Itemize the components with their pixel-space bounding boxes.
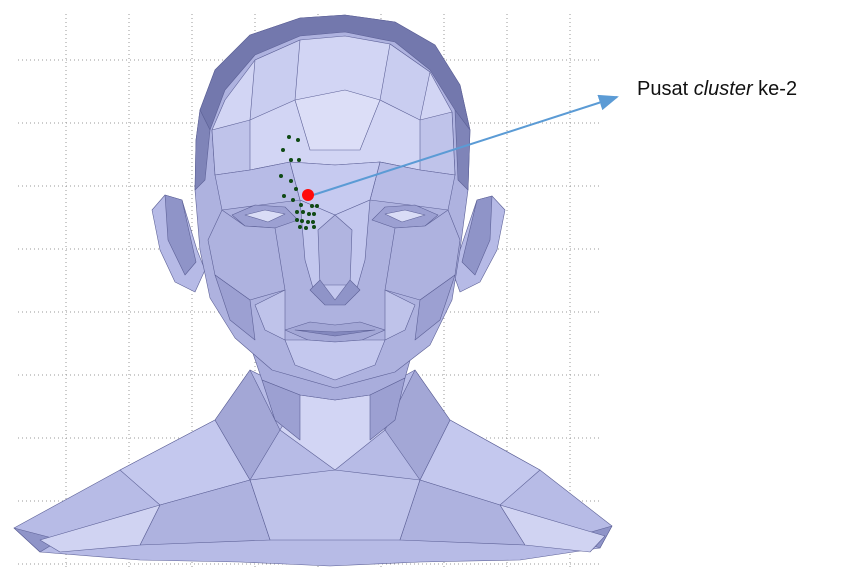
cluster-point [295,218,299,222]
cluster-point [281,148,285,152]
cluster-point [297,158,301,162]
cluster-point [289,179,293,183]
cluster-point [287,135,291,139]
cluster-point [307,212,311,216]
cluster-center-label: Pusat cluster ke-2 [637,78,797,101]
cluster-point [279,174,283,178]
cluster-point [304,226,308,230]
cluster-point [311,220,315,224]
cluster-point [300,219,304,223]
cluster-point [310,204,314,208]
label-prefix: Pusat [637,78,694,100]
label-emphasis: cluster [694,78,753,100]
cluster-point [291,198,295,202]
cluster-point [294,187,298,191]
cluster-center-point [302,189,314,201]
cluster-point [301,210,305,214]
cluster-point [315,204,319,208]
label-suffix: ke-2 [753,78,797,100]
cluster-point [306,220,310,224]
head-mesh [14,15,612,566]
cluster-point [296,138,300,142]
cluster-point [282,194,286,198]
cluster-point [312,225,316,229]
cluster-point [289,158,293,162]
cluster-point [295,210,299,214]
cluster-point [298,225,302,229]
cluster-point [312,212,316,216]
cluster-point [299,203,303,207]
